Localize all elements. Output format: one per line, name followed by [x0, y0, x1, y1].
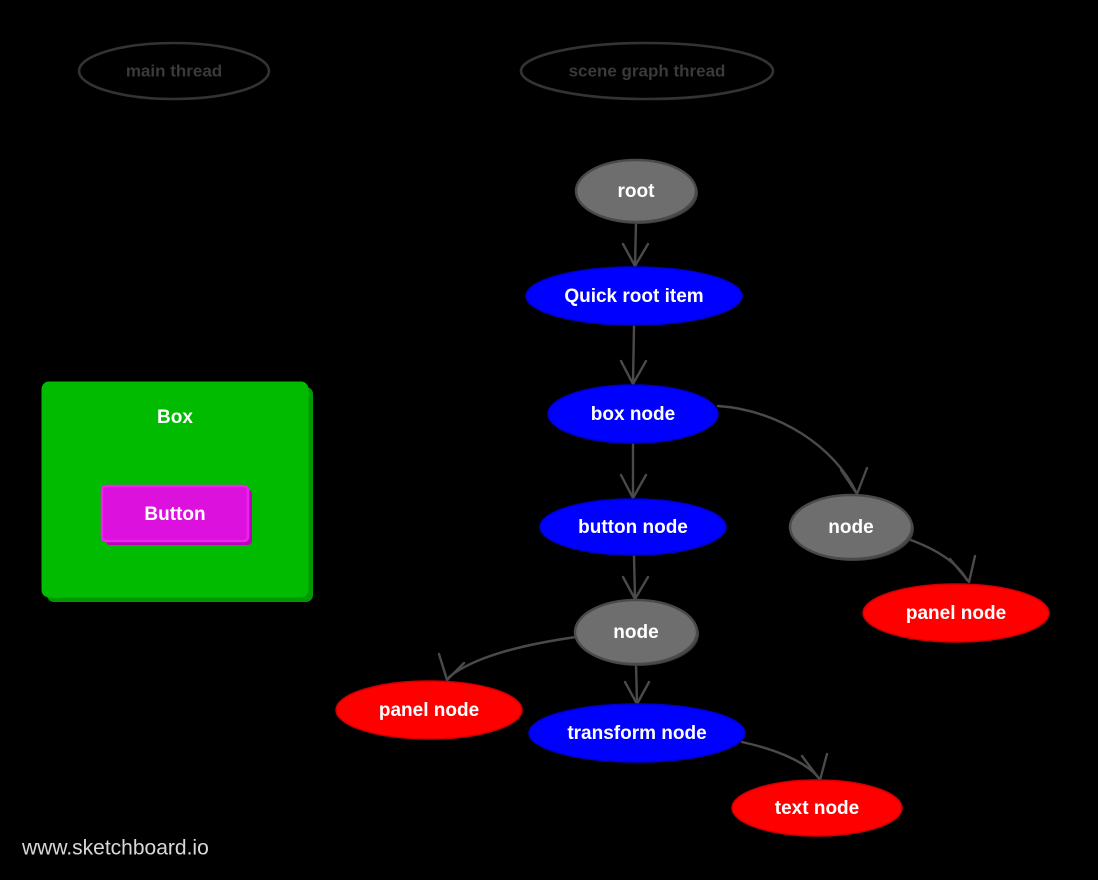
edge-line — [633, 221, 638, 267]
arrow-head-icon — [621, 242, 650, 268]
thread-main-thread[interactable]: main thread — [77, 41, 271, 101]
edge-node-right-to-panel-node-right[interactable] — [906, 537, 977, 584]
button-widget-rect — [100, 484, 250, 543]
node-text-node[interactable]: text node — [731, 779, 903, 837]
node-box-node[interactable]: box node — [547, 384, 719, 444]
edge-transform-node-to-text-node[interactable] — [740, 740, 829, 782]
edge-root-to-quick-root-item[interactable] — [621, 221, 650, 268]
node-ellipse — [335, 680, 523, 740]
thread-label: main thread — [126, 61, 222, 80]
edge-line — [716, 404, 858, 494]
node-ellipse — [574, 158, 698, 224]
edge-line — [632, 554, 637, 600]
edge-node-middle-to-panel-node-left[interactable] — [437, 635, 578, 682]
node-root[interactable]: root — [574, 158, 698, 224]
node-ellipse — [539, 498, 727, 556]
arrow-head-icon — [619, 473, 648, 500]
node-ellipse — [731, 779, 903, 837]
edge-layer — [437, 221, 977, 782]
node-transform-node[interactable]: transform node — [528, 703, 746, 763]
edge-line — [740, 740, 820, 779]
node-ellipse — [528, 703, 746, 763]
arrow-head-icon — [437, 652, 466, 682]
node-ellipse — [547, 384, 719, 444]
ui-mock-group: Box Button — [41, 381, 313, 602]
button-widget[interactable]: Button — [100, 484, 252, 545]
watermark-label: www.sketchboard.io — [21, 837, 209, 860]
node-ellipse — [525, 266, 743, 326]
edge-box-node-to-button-node[interactable] — [619, 442, 648, 500]
node-node-right[interactable]: node — [788, 493, 914, 561]
edge-quick-root-item-to-box-node[interactable] — [619, 324, 648, 386]
node-ellipse — [573, 598, 699, 666]
edge-line — [906, 537, 969, 582]
node-panel-node-right[interactable]: panel node — [862, 583, 1050, 643]
edge-line — [634, 662, 639, 704]
node-ellipse — [862, 583, 1050, 643]
edge-button-node-to-node-middle[interactable] — [621, 554, 650, 601]
thread-group: main thread scene graph thread — [77, 41, 775, 101]
thread-ellipse — [519, 41, 775, 101]
edge-line — [631, 324, 636, 385]
node-panel-node-left[interactable]: panel node — [335, 680, 523, 740]
arrow-head-icon — [948, 554, 977, 584]
node-quick-root-item[interactable]: Quick root item — [525, 266, 743, 326]
edge-box-node-to-node-right[interactable] — [716, 404, 869, 496]
thread-ellipse — [77, 41, 271, 101]
node-ellipse — [788, 493, 914, 561]
thread-scene-graph-thread[interactable]: scene graph thread — [519, 41, 775, 101]
edge-line — [447, 635, 578, 679]
arrow-head-icon — [619, 359, 648, 386]
edge-node-middle-to-transform-node[interactable] — [623, 662, 651, 706]
node-node-middle[interactable]: node — [573, 598, 699, 666]
thread-label: scene graph thread — [569, 61, 726, 80]
node-button-node[interactable]: button node — [539, 498, 727, 556]
